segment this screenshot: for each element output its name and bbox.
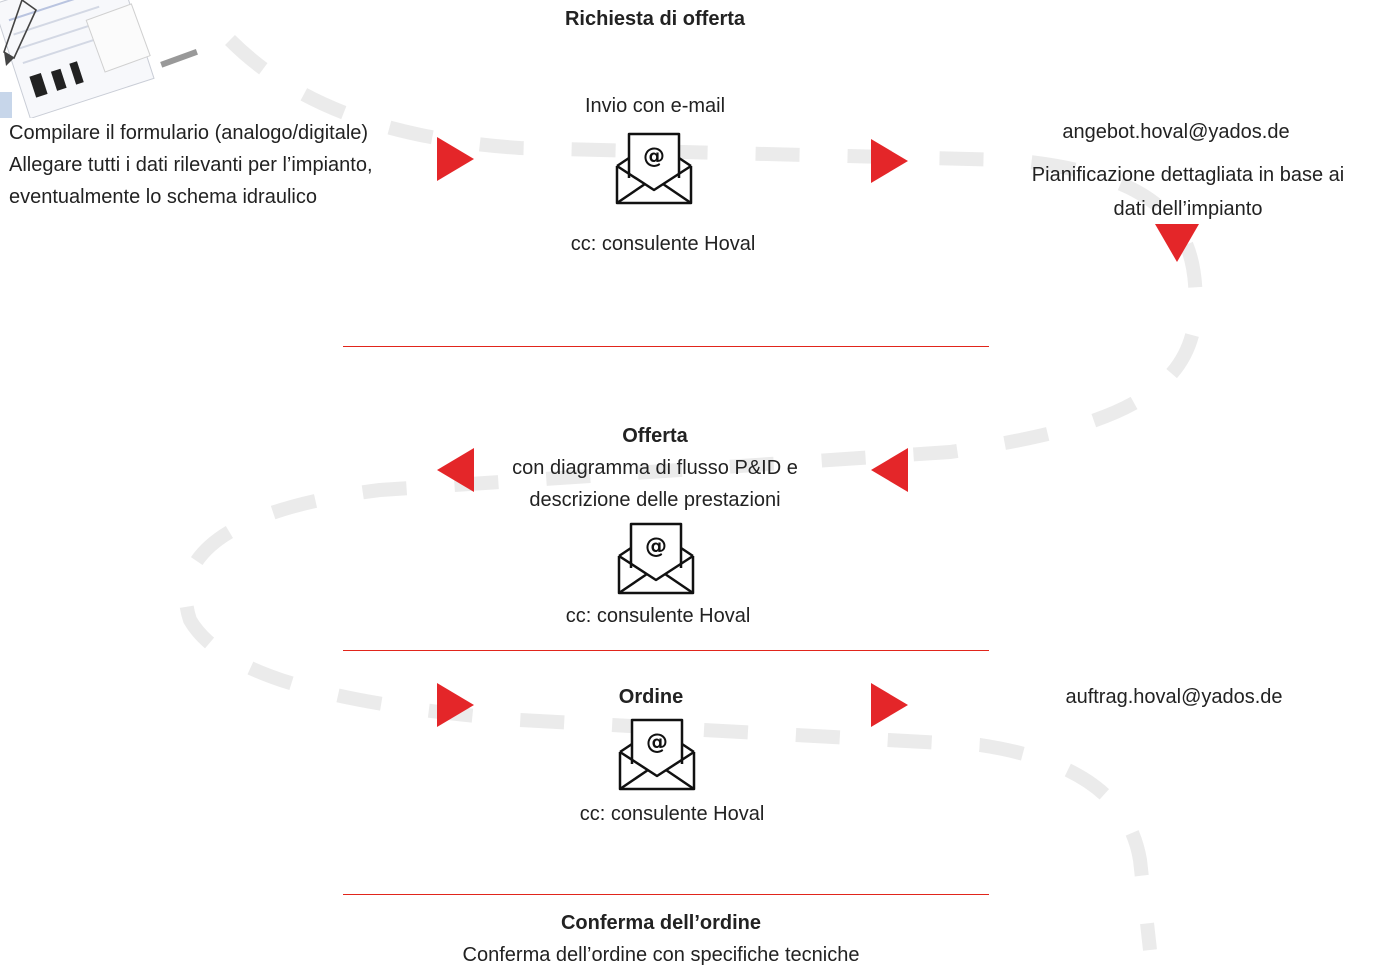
confirmation-line: Conferma dell’ordine con specifiche tecn…: [462, 944, 860, 966]
request-instruction-line-3: eventualmente lo schema idraulico: [9, 186, 317, 208]
planning-line-2: dati dell’impianto: [1113, 198, 1263, 220]
email-envelope-icon: @: [615, 132, 693, 205]
request-cc-label: cc: consulente Hoval: [570, 233, 756, 255]
arrow-left-icon: [437, 448, 474, 492]
arrow-right-icon: [437, 683, 474, 727]
section-divider: [343, 894, 989, 895]
order-cc-label: cc: consulente Hoval: [579, 803, 765, 825]
request-instruction-line-1: Compilare il formulario (analogo/digital…: [9, 122, 369, 144]
offer-line-1: con diagramma di flusso P&ID e: [512, 457, 798, 479]
send-email-label: Invio con e-mail: [584, 95, 726, 117]
email-envelope-icon: @: [618, 718, 696, 791]
svg-text:@: @: [643, 144, 665, 169]
section-divider: [343, 346, 989, 347]
arrow-right-icon: [871, 139, 908, 183]
order-title: Ordine: [618, 686, 684, 708]
offer-title: Offerta: [622, 425, 688, 447]
arrow-down-icon: [1155, 224, 1199, 262]
confirmation-title: Conferma dell’ordine: [560, 912, 762, 934]
form-illustration: [0, 0, 198, 118]
arrow-left-icon: [871, 448, 908, 492]
request-instruction-line-2: Allegare tutti i dati rilevanti per l’im…: [9, 154, 373, 176]
arrow-right-icon: [437, 137, 474, 181]
svg-text:@: @: [645, 534, 667, 559]
email-envelope-icon: @: [617, 522, 695, 595]
request-title: Richiesta di offerta: [564, 8, 746, 30]
arrow-right-icon: [871, 683, 908, 727]
offer-line-2: descrizione delle prestazioni: [529, 489, 781, 511]
offer-cc-label: cc: consulente Hoval: [565, 605, 751, 627]
offer-request-email[interactable]: angebot.hoval@yados.de: [1062, 121, 1290, 143]
section-divider: [343, 650, 989, 651]
order-email[interactable]: auftrag.hoval@yados.de: [1065, 686, 1283, 708]
planning-line-1: Pianificazione dettagliata in base ai: [1031, 164, 1345, 186]
svg-text:@: @: [646, 730, 668, 755]
